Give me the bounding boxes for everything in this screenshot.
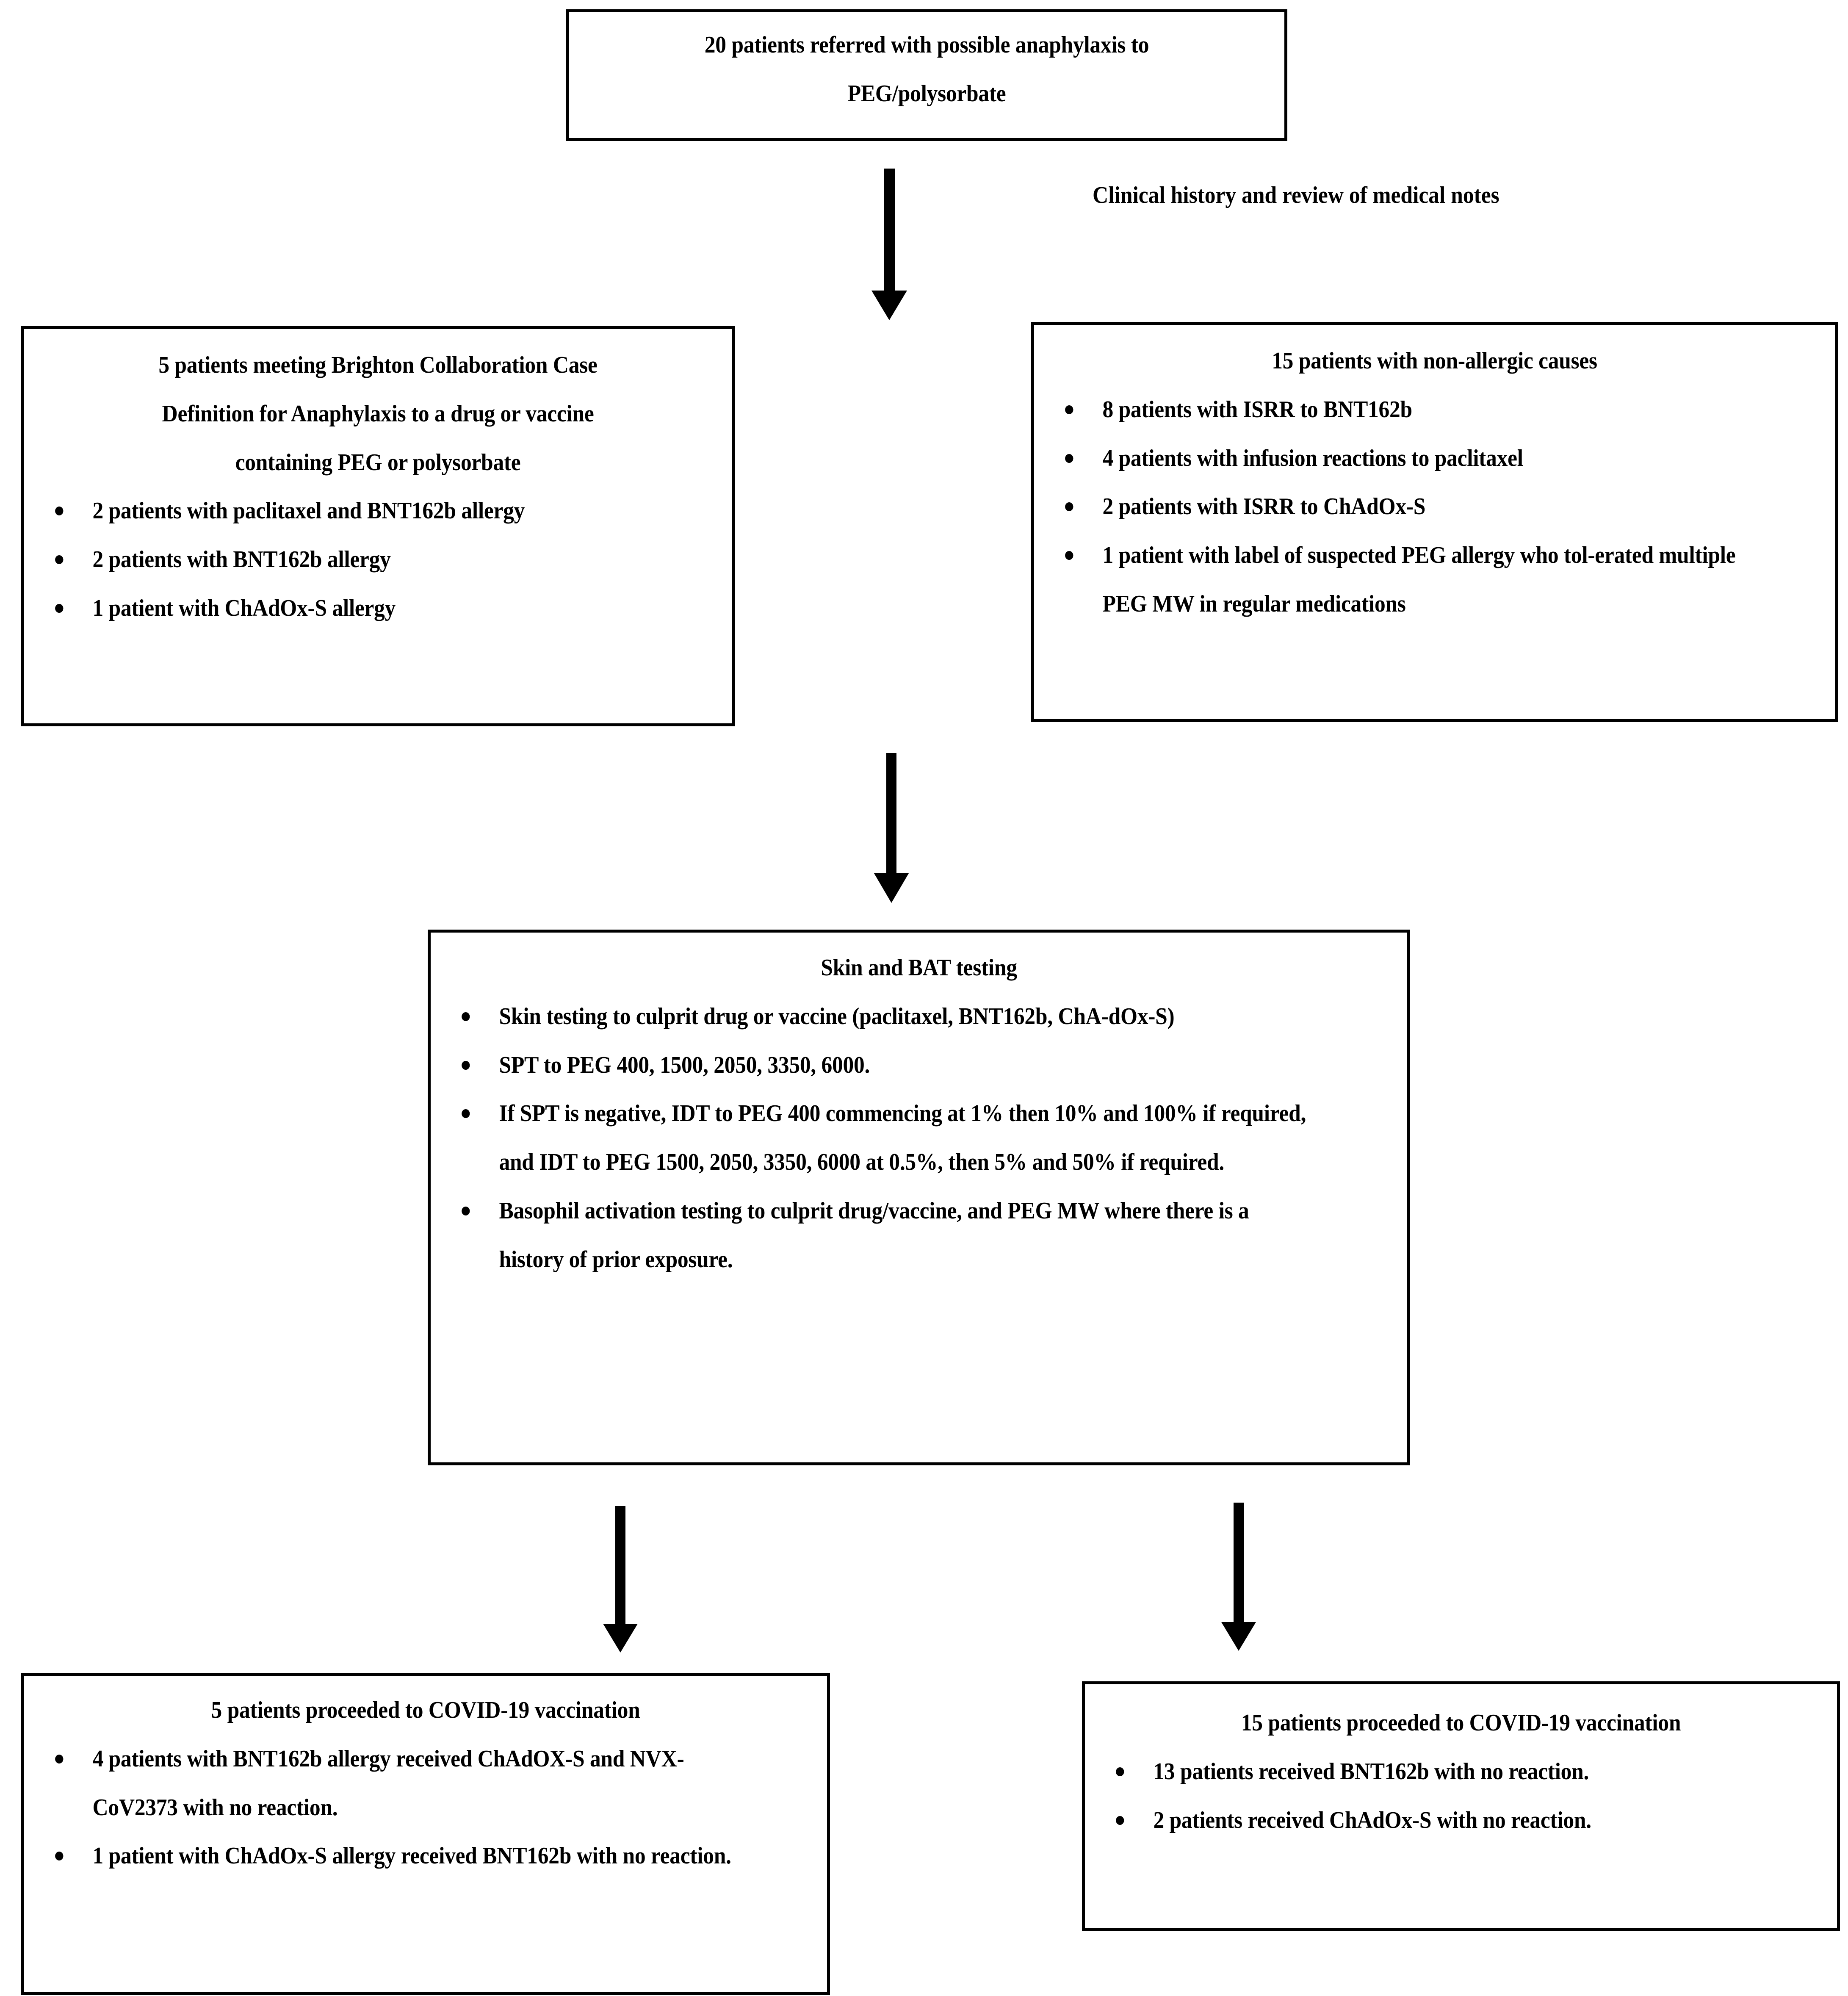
node-referred-patients: 20 patients referred with possible anaph… bbox=[566, 9, 1287, 141]
list-item-label: If SPT is negative, IDT to PEG 400 comme… bbox=[499, 1100, 1306, 1176]
list-item-label: 1 patient with label of suspected PEG al… bbox=[1102, 542, 1736, 617]
list-item: 8 patients with ISRR to BNT162b bbox=[1051, 385, 1757, 434]
list-item: 2 patients with paclitaxel and BNT162b a… bbox=[41, 487, 661, 535]
list-item-label: 2 patients with paclitaxel and BNT162b a… bbox=[92, 498, 525, 524]
bullet-dot-icon bbox=[55, 1754, 64, 1763]
bullet-dot-icon bbox=[55, 604, 64, 613]
arrow-to-outcome-right bbox=[1209, 1503, 1268, 1652]
list-item-label: 4 patients with infusion reactions to pa… bbox=[1102, 445, 1523, 471]
node-non-allergic-causes: 15 patients with non-allergic causes 8 p… bbox=[1031, 322, 1838, 722]
node-anaphylaxis-confirmed-line-2: Definition for Anaphylaxis to a drug or … bbox=[162, 400, 594, 427]
edge-label-triage: Clinical history and review of medical n… bbox=[1093, 182, 1499, 208]
node-non-allergic-causes-body: 15 patients with non-allergic causes 8 p… bbox=[1034, 325, 1835, 643]
arrow-down-icon bbox=[1221, 1503, 1256, 1651]
bullet-dot-icon bbox=[462, 1012, 470, 1021]
arrow-down-icon bbox=[874, 753, 909, 903]
node-skin-bat-testing: Skin and BAT testing Skin testing to cul… bbox=[428, 930, 1410, 1465]
bullet-dot-icon bbox=[1116, 1767, 1124, 1776]
node-outcome-left-body: 5 patients proceeded to COVID-19 vaccina… bbox=[24, 1676, 827, 1895]
list-item-label: 2 patients received ChAdOx-S with no rea… bbox=[1153, 1807, 1591, 1833]
list-item-label: 8 patients with ISRR to BNT162b bbox=[1102, 396, 1412, 423]
bullet-dot-icon bbox=[1065, 405, 1073, 414]
node-anaphylaxis-confirmed-body: 5 patients meeting Brighton Collaboratio… bbox=[24, 329, 732, 647]
node-anaphylaxis-confirmed-line-1: 5 patients meeting Brighton Collaboratio… bbox=[158, 352, 598, 378]
list-item: 1 patient with label of suspected PEG al… bbox=[1051, 531, 1757, 628]
arrow-to-outcome-left bbox=[591, 1506, 650, 1653]
bullet-dot-icon bbox=[55, 1852, 64, 1861]
node-outcome-left: 5 patients proceeded to COVID-19 vaccina… bbox=[21, 1673, 830, 1995]
list-item: 4 patients with infusion reactions to pa… bbox=[1051, 434, 1757, 483]
list-item: 2 patients with ISRR to ChAdOx-S bbox=[1051, 482, 1757, 531]
bullet-dot-icon bbox=[1065, 454, 1073, 463]
arrow-referred-to-split bbox=[860, 169, 919, 321]
list-item-label: 1 patient with ChAdOx-S allergy received… bbox=[92, 1843, 731, 1869]
list-item-label: 4 patients with BNT162b allergy received… bbox=[92, 1745, 684, 1821]
bullet-dot-icon bbox=[462, 1109, 470, 1118]
bullet-dot-icon bbox=[55, 555, 64, 565]
node-skin-bat-testing-body: Skin and BAT testing Skin testing to cul… bbox=[431, 933, 1407, 1298]
list-item: 13 patients received BNT162b with no rea… bbox=[1102, 1747, 1762, 1796]
list-item-label: SPT to PEG 400, 1500, 2050, 3350, 6000. bbox=[499, 1052, 870, 1078]
list-item-label: Skin testing to culprit drug or vaccine … bbox=[499, 1003, 1175, 1030]
list-item: SPT to PEG 400, 1500, 2050, 3350, 6000. bbox=[448, 1041, 1315, 1090]
list-item-label: Basophil activation testing to culprit d… bbox=[499, 1197, 1249, 1273]
bullet-dot-icon bbox=[1065, 551, 1073, 560]
bullet-dot-icon bbox=[462, 1060, 470, 1070]
list-item-label: 1 patient with ChAdOx-S allergy bbox=[92, 595, 396, 621]
node-skin-bat-testing-bullet-list: Skin testing to culprit drug or vaccine … bbox=[448, 992, 1390, 1284]
node-referred-patients-line-1: 20 patients referred with possible anaph… bbox=[704, 32, 1149, 58]
node-outcome-left-bullet-list: 4 patients with BNT162b allergy received… bbox=[41, 1735, 810, 1880]
node-non-allergic-causes-line-1: 15 patients with non-allergic causes bbox=[1272, 348, 1597, 374]
list-item-label: 2 patients with ISRR to ChAdOx-S bbox=[1102, 493, 1426, 520]
arrow-down-icon bbox=[871, 169, 907, 320]
bullet-dot-icon bbox=[55, 507, 64, 516]
node-anaphylaxis-confirmed-line-3: containing PEG or polysorbate bbox=[235, 449, 521, 476]
node-non-allergic-causes-bullet-list: 8 patients with ISRR to BNT162b 4 patien… bbox=[1051, 385, 1818, 628]
node-outcome-right-line-1: 15 patients proceeded to COVID-19 vaccin… bbox=[1241, 1710, 1681, 1736]
bullet-dot-icon bbox=[1116, 1816, 1124, 1825]
arrow-to-skin-bat-testing bbox=[862, 753, 921, 904]
node-outcome-right-body: 15 patients proceeded to COVID-19 vaccin… bbox=[1085, 1684, 1837, 1859]
node-anaphylaxis-confirmed: 5 patients meeting Brighton Collaboratio… bbox=[21, 326, 735, 726]
node-anaphylaxis-confirmed-bullet-list: 2 patients with paclitaxel and BNT162b a… bbox=[41, 487, 715, 632]
list-item: Basophil activation testing to culprit d… bbox=[448, 1187, 1315, 1284]
node-referred-patients-body: 20 patients referred with possible anaph… bbox=[569, 12, 1284, 133]
node-outcome-left-line-1: 5 patients proceeded to COVID-19 vaccina… bbox=[211, 1697, 640, 1723]
bullet-dot-icon bbox=[462, 1206, 470, 1215]
node-skin-bat-testing-line-1: Skin and BAT testing bbox=[821, 955, 1017, 981]
list-item: 2 patients received ChAdOx-S with no rea… bbox=[1102, 1796, 1762, 1845]
list-item: If SPT is negative, IDT to PEG 400 comme… bbox=[448, 1089, 1315, 1187]
list-item-label: 2 patients with BNT162b allergy bbox=[92, 546, 391, 573]
list-item: Skin testing to culprit drug or vaccine … bbox=[448, 992, 1315, 1041]
arrow-down-icon bbox=[603, 1506, 638, 1653]
list-item: 1 patient with ChAdOx-S allergy received… bbox=[41, 1832, 749, 1880]
list-item: 1 patient with ChAdOx-S allergy bbox=[41, 584, 661, 633]
node-outcome-right-bullet-list: 13 patients received BNT162b with no rea… bbox=[1102, 1747, 1820, 1845]
node-referred-patients-line-2: PEG/polysorbate bbox=[847, 80, 1006, 107]
list-item: 4 patients with BNT162b allergy received… bbox=[41, 1735, 749, 1832]
list-item: 2 patients with BNT162b allergy bbox=[41, 535, 661, 584]
node-outcome-right: 15 patients proceeded to COVID-19 vaccin… bbox=[1082, 1681, 1840, 1931]
bullet-dot-icon bbox=[1065, 502, 1073, 512]
list-item-label: 13 patients received BNT162b with no rea… bbox=[1153, 1758, 1589, 1785]
